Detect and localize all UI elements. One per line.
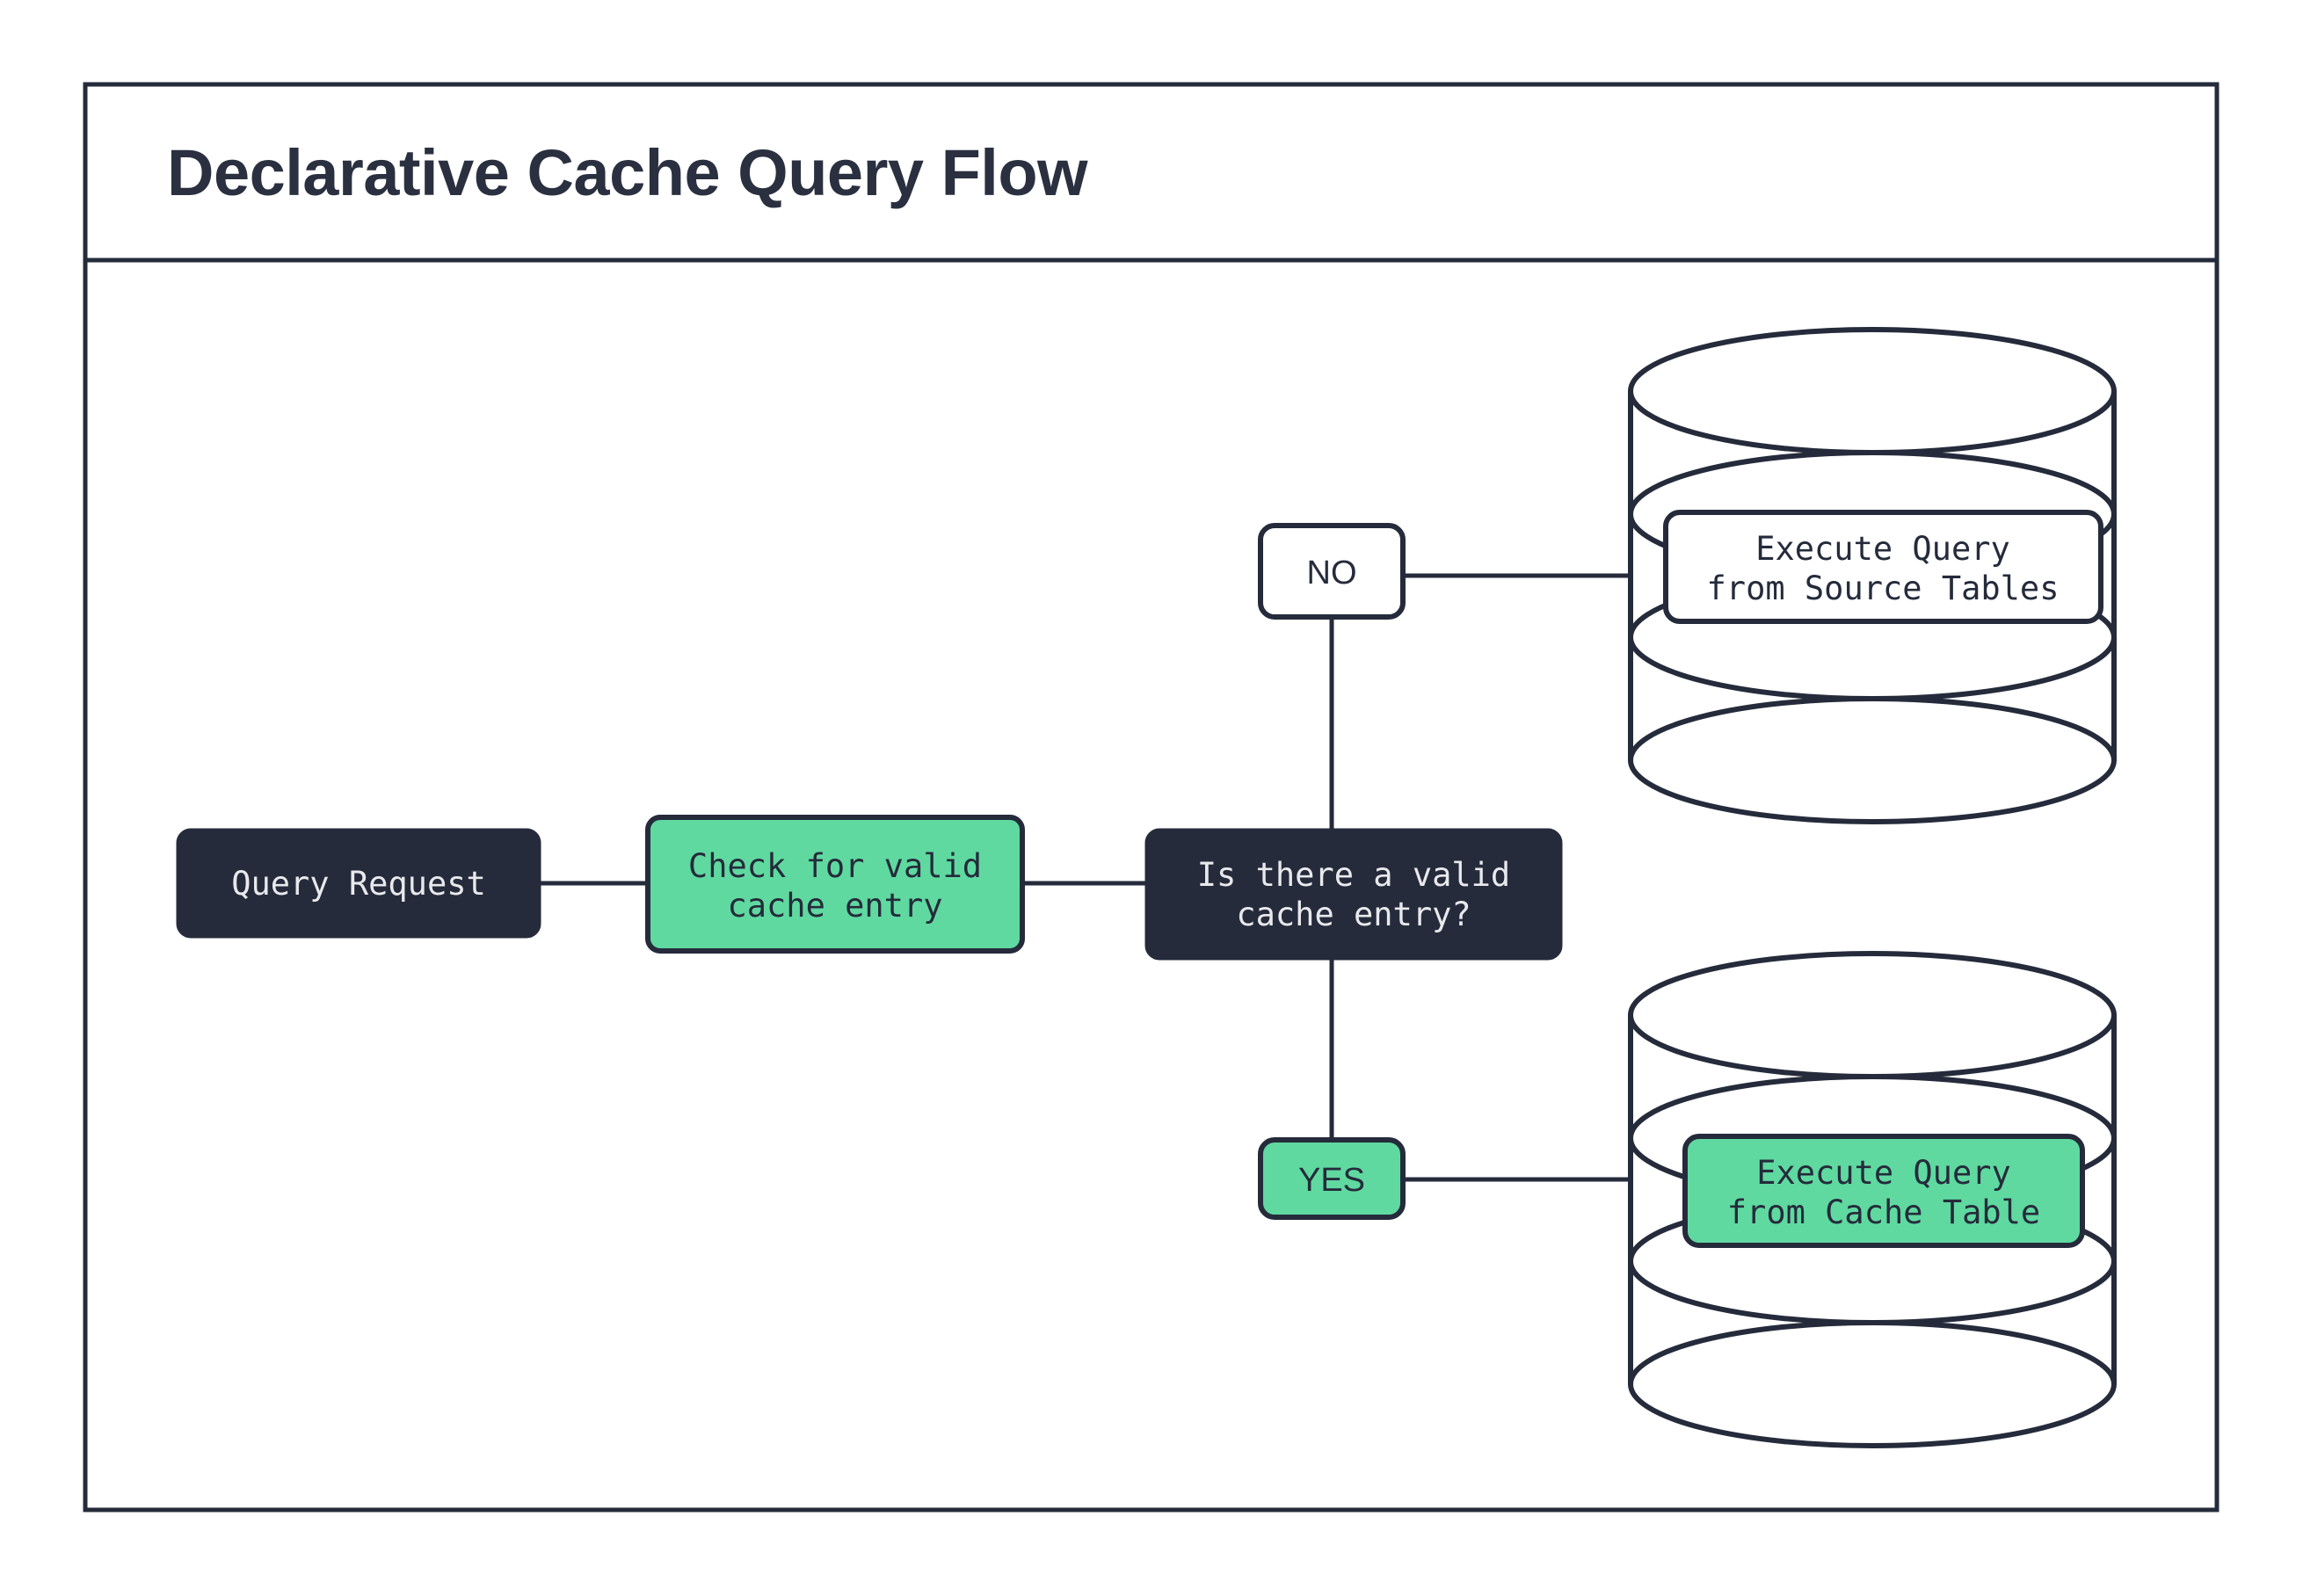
node-query-request[interactable]: Query Request — [176, 828, 541, 939]
cache-db-label-box: Execute Query from Cache Table — [1682, 1134, 2085, 1248]
cache-db-label-line2: from Cache Table — [1727, 1193, 2040, 1231]
source-db-label-line2: from Source Tables — [1707, 569, 2060, 607]
page-title: Declarative Cache Query Flow — [167, 136, 1088, 209]
branch-label-no[interactable]: NO — [1258, 523, 1406, 620]
check-cache-label-line1: Check for valid — [688, 847, 982, 885]
node-check-cache-entry[interactable]: Check for valid cache entry — [645, 815, 1025, 954]
check-cache-label-line2: cache entry — [727, 887, 942, 925]
branch-yes-label: YES — [1298, 1162, 1365, 1199]
decision-label-line1: Is there a valid — [1197, 856, 1510, 894]
branch-label-yes[interactable]: YES — [1258, 1137, 1406, 1220]
node-decision-valid-cache-entry[interactable]: Is there a valid cache entry? — [1144, 828, 1563, 961]
cache-db-label-line1: Execute Query — [1756, 1154, 2011, 1192]
source-db-label-box: Execute Query from Source Tables — [1663, 510, 2103, 624]
query-request-label: Query Request — [231, 865, 486, 903]
decision-label-line2: cache entry? — [1236, 896, 1471, 933]
branch-no-label: NO — [1307, 555, 1357, 591]
source-db-label-line1: Execute Query — [1755, 530, 2010, 568]
